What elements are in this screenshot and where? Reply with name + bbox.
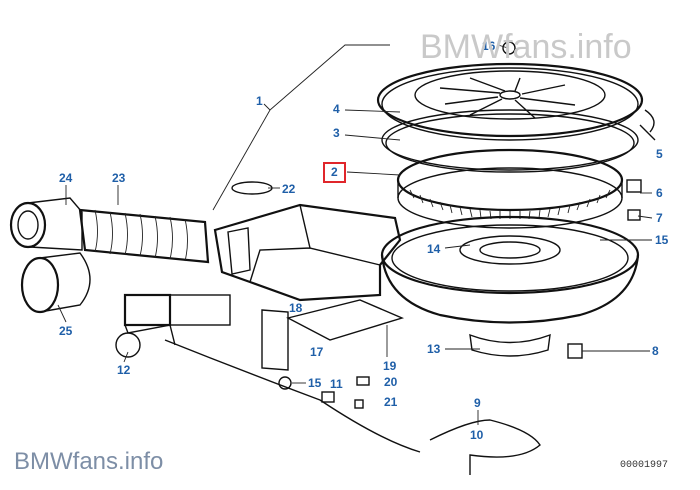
intake-tube bbox=[20, 252, 91, 314]
callout-15a[interactable]: 15 bbox=[655, 233, 669, 247]
bracket bbox=[261, 309, 289, 371]
callout-5[interactable]: 5 bbox=[656, 147, 663, 161]
clip-6 bbox=[626, 179, 642, 193]
callout-23[interactable]: 23 bbox=[112, 171, 126, 185]
air-filter-lid bbox=[376, 62, 644, 141]
callout-12[interactable]: 12 bbox=[117, 363, 131, 377]
callout-6[interactable]: 6 bbox=[656, 186, 663, 200]
callout-3[interactable]: 3 bbox=[333, 126, 340, 140]
leader-lines bbox=[57, 44, 653, 425]
clip-7 bbox=[627, 209, 641, 221]
callout-4[interactable]: 4 bbox=[333, 102, 340, 116]
watermark-bottom: BMWfans.info bbox=[14, 448, 164, 475]
callout-1[interactable]: 1 bbox=[256, 94, 263, 108]
bellows-hose bbox=[78, 208, 210, 264]
nut bbox=[278, 376, 292, 390]
callout-15b[interactable]: 15 bbox=[308, 376, 322, 390]
gasket bbox=[231, 181, 273, 195]
air-filter-ring bbox=[381, 109, 639, 173]
bolt-top bbox=[502, 41, 516, 55]
clip-11 bbox=[321, 391, 335, 403]
callout-22[interactable]: 22 bbox=[282, 182, 296, 196]
watermark-top: BMWfans.info bbox=[420, 28, 632, 66]
callout-8[interactable]: 8 bbox=[652, 344, 659, 358]
intake-snorkel bbox=[213, 203, 402, 302]
temperature-sensor bbox=[115, 293, 231, 358]
callout-13[interactable]: 13 bbox=[427, 342, 441, 356]
callout-17[interactable]: 17 bbox=[310, 345, 324, 359]
air-filter-housing bbox=[380, 215, 640, 357]
part-number: 00001997 bbox=[620, 460, 669, 471]
callout-16[interactable]: 16 bbox=[482, 39, 496, 53]
air-filter-element bbox=[396, 148, 624, 229]
cable bbox=[164, 339, 541, 475]
callout-2[interactable]: 2 bbox=[331, 165, 338, 179]
callout-18[interactable]: 18 bbox=[289, 301, 303, 315]
callout-11[interactable]: 11 bbox=[330, 377, 343, 391]
callout-19[interactable]: 19 bbox=[383, 359, 397, 373]
intake-elbow bbox=[9, 197, 83, 251]
spring-clip bbox=[639, 109, 656, 141]
clip-21 bbox=[354, 399, 364, 409]
clip-8 bbox=[567, 343, 583, 359]
callout-7[interactable]: 7 bbox=[656, 211, 663, 225]
callout-25[interactable]: 25 bbox=[59, 324, 73, 338]
highlight-box bbox=[323, 162, 346, 183]
callout-21[interactable]: 21 bbox=[384, 395, 398, 409]
callout-24[interactable]: 24 bbox=[59, 171, 73, 185]
callout-14[interactable]: 14 bbox=[427, 242, 441, 256]
callout-20[interactable]: 20 bbox=[384, 375, 398, 389]
clip-20 bbox=[356, 376, 370, 386]
cover-plate bbox=[286, 299, 405, 341]
callout-10[interactable]: 10 bbox=[470, 428, 484, 442]
callout-9[interactable]: 9 bbox=[474, 396, 481, 410]
